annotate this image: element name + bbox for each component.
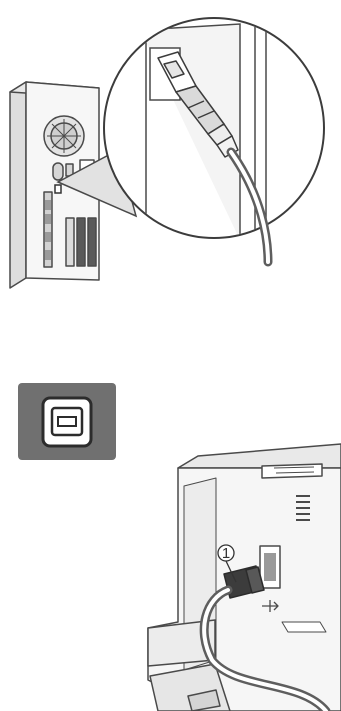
- usb-b-port-icon: [18, 383, 116, 460]
- printer-usb-svg: 1: [0, 360, 341, 711]
- pc-usb-port: [55, 185, 61, 193]
- zoom-circle: [104, 18, 324, 262]
- printer-usb-connection-illustration: 1: [0, 360, 341, 711]
- pc-usb-svg: [0, 0, 341, 320]
- pc-usb-connection-illustration: [0, 0, 341, 320]
- svg-text:1: 1: [222, 545, 230, 562]
